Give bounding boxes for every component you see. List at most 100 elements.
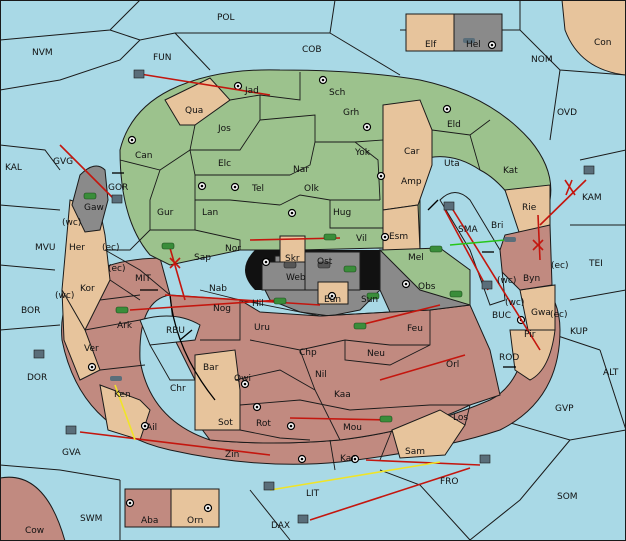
orders xyxy=(59,73,587,521)
label-esm: Esm xyxy=(389,232,408,242)
label-dax: DAX xyxy=(271,521,290,531)
label-sun: Sun xyxy=(361,295,378,305)
sea-rbu xyxy=(139,315,201,346)
label-web: Web xyxy=(286,273,306,283)
label-olk: Olk xyxy=(304,184,320,194)
label-wc1: (wc) xyxy=(62,218,81,228)
label-bar: Bar xyxy=(203,363,219,373)
label-kam: KAM xyxy=(582,193,602,203)
label-gaw: Gaw xyxy=(84,203,104,213)
label-fun: FUN xyxy=(153,53,172,63)
label-bri: Bri xyxy=(491,221,503,231)
label-cow: Cow xyxy=(25,526,44,536)
label-con: Con xyxy=(594,38,612,48)
label-can: Can xyxy=(135,151,153,161)
label-nom: NOM xyxy=(531,55,553,65)
label-eld: Eld xyxy=(447,120,461,130)
label-sap: Sap xyxy=(194,253,211,263)
supply-centers xyxy=(87,40,526,513)
label-mvu: MVU xyxy=(35,243,56,253)
label-mou: Mou xyxy=(343,423,362,433)
label-orl: Orl xyxy=(446,360,459,370)
label-gor: GOR xyxy=(108,183,128,193)
province-ver[interactable] xyxy=(61,289,101,381)
label-chp: Chp xyxy=(299,348,317,358)
army-tank-icon xyxy=(83,192,463,423)
province-ost[interactable] xyxy=(304,251,361,291)
region-labels: POL FUN COB NVM NOM Con Elf Hel Jad Sch … xyxy=(5,13,619,536)
label-feu: Feu xyxy=(407,324,423,334)
province-aba[interactable] xyxy=(124,488,172,528)
units xyxy=(33,38,595,524)
label-elc: Elc xyxy=(218,159,231,169)
label-ec3: (ec) xyxy=(551,261,569,271)
label-elf: Elf xyxy=(425,40,437,50)
province-skr[interactable] xyxy=(279,235,306,265)
label-kar: Kar xyxy=(340,454,355,464)
label-ec2: (ec) xyxy=(108,264,126,274)
label-dor: DOR xyxy=(27,373,47,383)
label-ail: Ail xyxy=(146,423,157,433)
label-pol: POL xyxy=(217,13,235,23)
label-rie: Rie xyxy=(522,203,537,213)
label-skr: Skr xyxy=(285,254,300,264)
label-uru: Uru xyxy=(254,323,270,333)
label-nor: Nor xyxy=(225,244,241,254)
label-obs: Obs xyxy=(418,282,436,292)
label-los: Los xyxy=(453,413,468,423)
label-chr: Chr xyxy=(170,384,186,394)
label-wc3: (wc) xyxy=(55,291,74,301)
label-ec1: (ec) xyxy=(102,243,120,253)
label-uta: Uta xyxy=(444,159,460,169)
province-sam[interactable] xyxy=(391,409,466,459)
label-buc: BUC xyxy=(492,311,511,321)
label-zin: Zin xyxy=(225,450,239,460)
province-elf[interactable] xyxy=(405,13,455,52)
label-hil: Hil xyxy=(252,299,264,309)
label-nog: Nog xyxy=(213,304,231,314)
label-ark: Ark xyxy=(117,321,133,331)
province-esm[interactable] xyxy=(382,204,421,251)
label-qua: Qua xyxy=(185,106,203,116)
label-nvm: NVM xyxy=(32,48,53,58)
label-vil: Vil xyxy=(356,234,367,244)
label-gwa: Gwa xyxy=(531,308,551,318)
province-sot-bar[interactable] xyxy=(194,349,241,431)
label-alt: ALT xyxy=(603,368,619,378)
label-wc2: (wc) xyxy=(497,276,516,286)
label-jos: Jos xyxy=(217,124,231,134)
label-kor: Kor xyxy=(80,284,95,294)
label-gvg: GVG xyxy=(53,157,73,167)
label-jad: Jad xyxy=(244,86,259,96)
label-gur: Gur xyxy=(157,208,174,218)
label-mel: Mel xyxy=(408,253,424,263)
label-tei: TEI xyxy=(588,259,603,269)
label-eun: Eun xyxy=(324,295,341,305)
label-yok: Yok xyxy=(354,148,371,158)
label-kal: KAL xyxy=(5,163,22,173)
label-car: Car xyxy=(404,147,420,157)
label-som: SOM xyxy=(557,492,578,502)
province-borders xyxy=(84,72,491,471)
province-qua[interactable] xyxy=(164,77,231,126)
label-nil: Nil xyxy=(315,370,327,380)
sea-sma-buc xyxy=(439,192,506,306)
label-hel: Hel xyxy=(466,40,481,50)
label-kaa: Kaa xyxy=(334,390,351,400)
label-rot: Rot xyxy=(256,419,271,429)
fleet-ship-icon xyxy=(33,69,595,524)
label-lit: LIT xyxy=(306,489,320,499)
label-nar: Nar xyxy=(293,165,309,175)
label-sch: Sch xyxy=(329,88,345,98)
province-pir[interactable] xyxy=(509,329,556,381)
label-hug: Hug xyxy=(333,208,351,218)
label-pir: Pir xyxy=(524,330,536,340)
label-kup: KUP xyxy=(570,327,588,337)
label-amp: Amp xyxy=(401,177,422,187)
label-lan: Lan xyxy=(202,208,218,218)
label-byn: Byn xyxy=(523,274,540,284)
label-wc4: (wc) xyxy=(505,298,524,308)
label-fro: FRO xyxy=(440,477,459,487)
label-mit: MIT xyxy=(135,274,151,284)
